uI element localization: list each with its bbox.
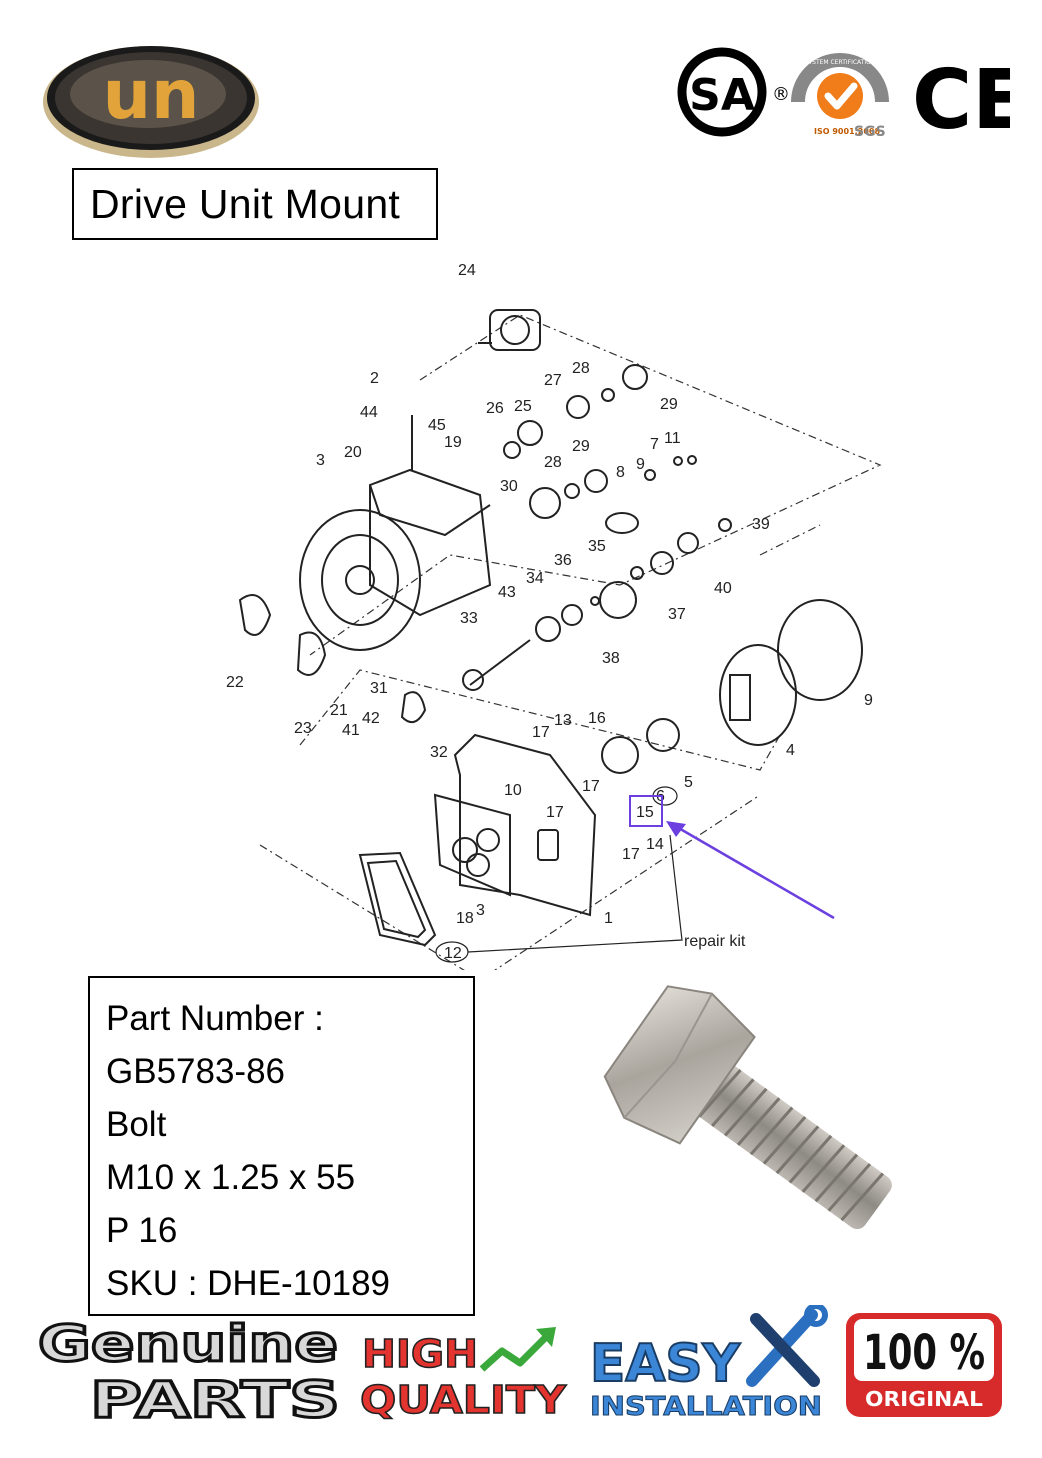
callout-label: 1: [604, 910, 613, 927]
original-badge: 100 % ORIGINAL: [846, 1313, 1002, 1417]
callout-label: 37: [668, 606, 686, 623]
callout-label: 17: [532, 724, 550, 741]
callout-label: 31: [370, 680, 388, 697]
sgs-iso-text: ISO 9001:2008: [814, 127, 880, 136]
callout-label: 9: [864, 692, 873, 709]
logo-text: un: [103, 56, 200, 135]
callout-label: 20: [344, 444, 362, 461]
callout-label: 35: [588, 538, 606, 555]
part-size: M10 x 1.25 x 55: [106, 1158, 356, 1197]
svg-text:HIGH: HIGH: [362, 1332, 478, 1376]
callout-label: 25: [514, 398, 532, 415]
callout-label: 30: [500, 478, 518, 495]
callout-label: 17: [546, 804, 564, 821]
callout-label: 9: [636, 456, 645, 473]
callout-label: 32: [430, 744, 448, 761]
callout-label: 24: [458, 262, 476, 279]
easy-installation-badge: EASY INSTALLATION: [589, 1305, 828, 1423]
callout-label: 40: [714, 580, 732, 597]
sgs-ring-text: SYSTEM CERTIFICATION: [805, 59, 876, 66]
callout-label: 19: [444, 434, 462, 451]
callout-label: 22: [226, 674, 244, 691]
exploded-parts-diagram: 24 2 44 45 19 3 20 26 25 27 28 29 28 29 …: [226, 262, 882, 970]
part-number: GB5783-86: [106, 1052, 286, 1091]
callout-label: 11: [664, 430, 681, 447]
callout-label: 4: [786, 742, 795, 759]
callout-label: 28: [572, 360, 590, 377]
registered-mark: ®: [772, 84, 790, 105]
callout-label: 29: [572, 438, 590, 455]
callout-label: 21: [330, 702, 348, 719]
page-title: Drive Unit Mount: [90, 180, 401, 227]
part-name: Bolt: [106, 1105, 167, 1144]
csa-text: SA: [689, 70, 755, 121]
callout-label: 39: [752, 516, 770, 533]
ce-mark: CE: [912, 53, 1010, 144]
callout-label: 42: [362, 710, 380, 727]
tools-icon: [746, 1305, 828, 1387]
csa-mark: SA ®: [677, 47, 790, 137]
callout-label: 12: [444, 945, 462, 962]
callout-label: 17: [582, 778, 600, 795]
callout-label: 45: [428, 417, 446, 434]
callout-label: 2: [370, 370, 379, 387]
sgs-iso-mark: SYSTEM CERTIFICATION ISO 9001:2008 SGS: [791, 53, 889, 140]
sgs-text: SGS: [854, 124, 886, 140]
callout-label: 8: [616, 464, 625, 481]
callout-label: 23: [294, 720, 312, 737]
quality-badges: Genuine PARTS HIGH QUALITY EASY INSTALLA…: [37, 1305, 1002, 1431]
svg-text:PARTS: PARTS: [90, 1371, 340, 1429]
title-box: Drive Unit Mount: [72, 168, 438, 240]
callout-label: 36: [554, 552, 572, 569]
callout-label: 34: [526, 570, 544, 587]
callout-label: 15: [636, 804, 654, 821]
selected-part-highlight: [629, 795, 663, 827]
callout-label: 27: [544, 372, 562, 389]
callout-label: 44: [360, 404, 378, 421]
certification-marks: SA ® SYSTEM CERTIFICATION ISO 9001:2008 …: [677, 47, 1010, 144]
callout-label: 38: [602, 650, 620, 667]
callout-label: 17: [622, 846, 640, 863]
callout-label: 14: [646, 836, 664, 853]
callout-label: 29: [660, 396, 678, 413]
callout-label: 13: [554, 712, 572, 729]
svg-text:ORIGINAL: ORIGINAL: [865, 1387, 983, 1411]
part-position: P 16: [106, 1211, 178, 1250]
part-number-label: Part Number :: [106, 999, 324, 1038]
callout-label: 26: [486, 400, 504, 417]
svg-text:INSTALLATION: INSTALLATION: [590, 1392, 822, 1422]
genuine-parts-badge: Genuine PARTS: [37, 1314, 342, 1431]
repair-kit-label: repair kit: [684, 933, 746, 950]
callout-label: 10: [504, 782, 522, 799]
svg-text:EASY: EASY: [590, 1334, 741, 1394]
svg-text:100 %: 100 %: [863, 1325, 985, 1381]
callout-label: 41: [342, 722, 360, 739]
high-quality-badge: HIGH QUALITY: [359, 1327, 567, 1423]
pointer-arrow: [669, 821, 835, 920]
callout-label: 16: [588, 710, 606, 727]
brand-logo: un: [43, 46, 259, 158]
callout-label: 28: [544, 454, 562, 471]
callout-label: 5: [684, 774, 693, 791]
callout-label: 7: [650, 436, 659, 453]
callout-label: 33: [460, 610, 478, 627]
svg-text:QUALITY: QUALITY: [360, 1378, 567, 1422]
callout-label: 43: [498, 584, 516, 601]
callout-label: 3: [316, 452, 325, 469]
callout-label: 18: [456, 910, 474, 927]
part-sku: SKU : DHE-10189: [106, 1264, 391, 1303]
bolt-product-image: [603, 985, 892, 1230]
callout-label: 3: [476, 902, 485, 919]
svg-text:Genuine: Genuine: [38, 1315, 338, 1373]
part-info-box: Part Number : GB5783-86 Bolt M10 x 1.25 …: [88, 976, 475, 1316]
